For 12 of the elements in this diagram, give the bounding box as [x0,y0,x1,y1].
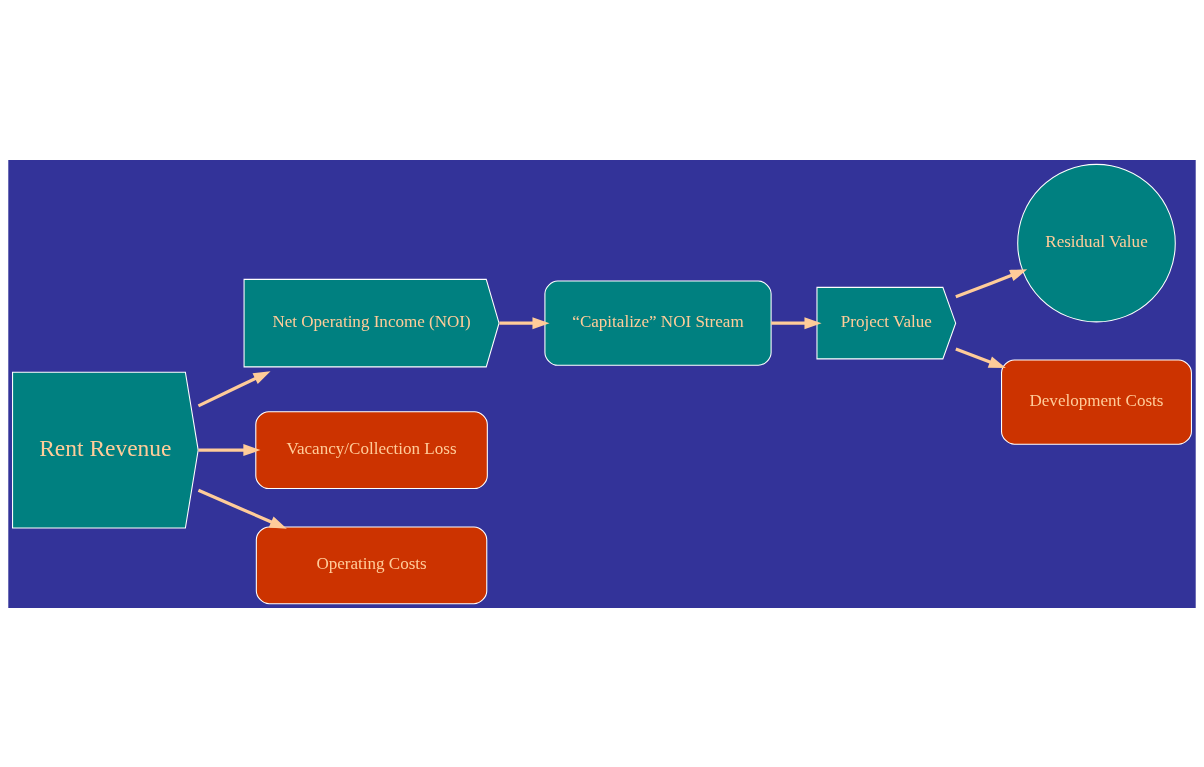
arrow [197,370,271,407]
arrow [197,488,287,529]
node-box: Operating Costs [255,525,488,604]
node-box: Vacancy/Collection Loss [255,410,488,489]
arrow [955,347,1006,368]
node-box: Development Costs [1001,358,1192,445]
arrow [198,443,261,456]
arrow [955,268,1028,298]
node-circle: Residual Value [1017,163,1176,322]
arrow [771,316,822,329]
arrow [499,316,550,329]
node-box: “Capitalize” NOI Stream [544,279,772,366]
